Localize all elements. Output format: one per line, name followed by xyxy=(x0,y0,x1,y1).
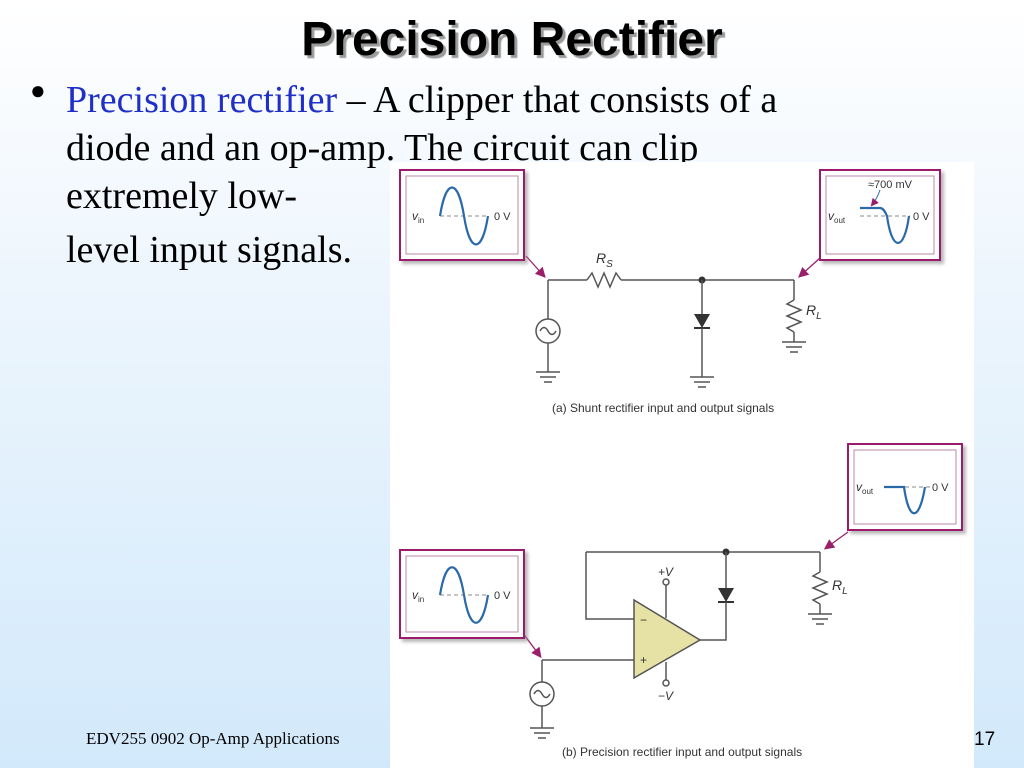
scope-b-output-content: vout 0 V xyxy=(853,449,957,525)
vminus-label: −V xyxy=(658,689,674,703)
svg-text:vin: vin xyxy=(412,209,424,225)
ground-diode-a xyxy=(690,376,714,388)
rl-resistor-b xyxy=(811,571,829,605)
term: Precision rectifier xyxy=(66,79,338,121)
svg-text:0 V: 0 V xyxy=(494,211,511,223)
vout-clipped-a xyxy=(860,206,911,245)
rs-resistor xyxy=(586,271,622,289)
ground-rl-b xyxy=(808,613,832,625)
vin-sine-b xyxy=(438,566,490,624)
svg-text:vin: vin xyxy=(412,588,424,604)
svg-text:0 V: 0 V xyxy=(913,211,930,223)
diode-a xyxy=(694,314,710,328)
definition-line-1: A clipper that consists of a xyxy=(373,79,778,121)
circuit-figure: RS RL (a) Shunt rectifier input and outp… xyxy=(390,162,974,768)
dash: – xyxy=(346,79,366,121)
circuit-a: RS RL (a) Shunt rectifier input and outp… xyxy=(525,250,822,415)
vin-sine-a xyxy=(438,186,490,246)
svg-text:0 V: 0 V xyxy=(494,590,511,602)
rl-resistor-a xyxy=(785,299,803,333)
diode-b xyxy=(718,588,734,602)
svg-text:vout: vout xyxy=(856,480,874,496)
scope-a-output-content: ≈700 mV vout 0 V xyxy=(825,175,935,255)
bullet-line-4: level input signals. xyxy=(66,229,353,271)
bullet-line-3: extremely low- xyxy=(66,175,298,217)
bullet-line-1: Precision rectifier – A clipper that con… xyxy=(66,76,946,124)
ground-source-b xyxy=(530,727,554,739)
rs-label: RS xyxy=(596,250,613,270)
svg-text:+: + xyxy=(640,653,647,667)
rl-label-a: RL xyxy=(806,302,822,322)
op-amp xyxy=(633,598,702,680)
caption-a: (a) Shunt rectifier input and output sig… xyxy=(552,401,774,415)
vplus-label: +V xyxy=(658,565,674,579)
ground-source-a xyxy=(536,371,560,383)
bullet-text: Precision rectifier – A clipper that con… xyxy=(66,76,946,274)
scope-a-input-content: vin 0 V xyxy=(405,175,519,255)
ground-rl-a xyxy=(782,341,806,353)
slide-footer: EDV255 0902 Op-Amp Applications xyxy=(86,729,340,748)
svg-text:vout: vout xyxy=(828,209,846,225)
rl-label-b: RL xyxy=(832,577,848,597)
vout-clipped-b xyxy=(884,485,927,515)
page-number: 17 xyxy=(974,729,996,750)
scope-b-input-content: vin 0 V xyxy=(405,555,519,633)
svg-text:≈700 mV: ≈700 mV xyxy=(868,179,913,191)
svg-text:−: − xyxy=(640,613,647,627)
caption-b: (b) Precision rectifier input and output… xyxy=(562,745,802,759)
svg-text:0 V: 0 V xyxy=(932,482,949,494)
slide-title: Precision Rectifier xyxy=(301,13,723,66)
circuit-b: − + +V −V RL (b) Precision rectifier inp… xyxy=(521,531,849,759)
bullet-dot: ● xyxy=(30,76,46,105)
